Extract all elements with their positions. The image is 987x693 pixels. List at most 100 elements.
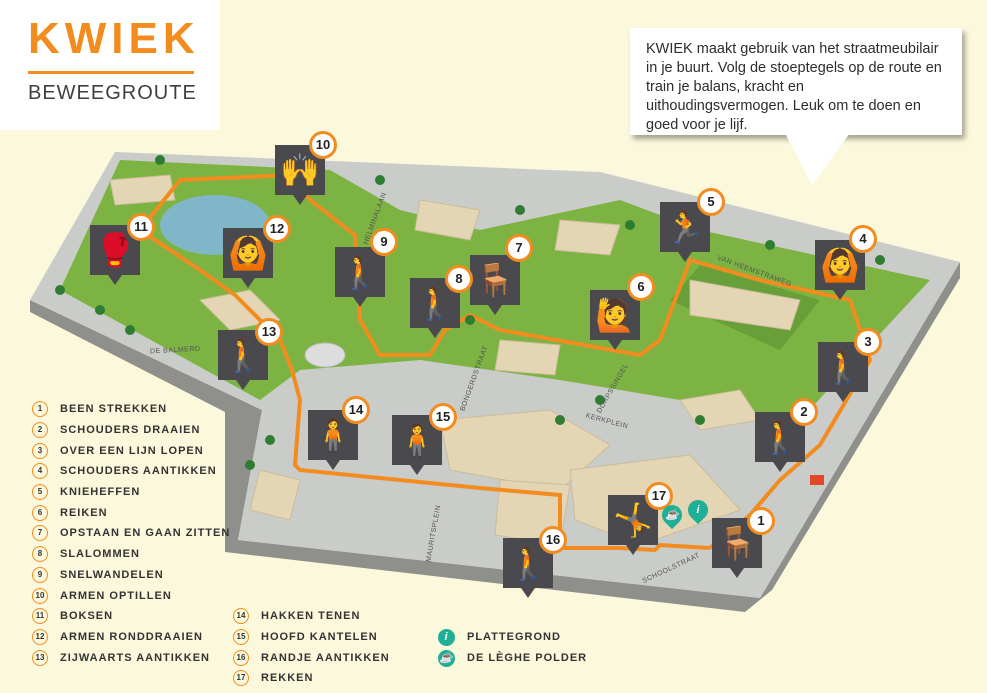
legend-number: 17 <box>233 670 249 687</box>
legend-number: 14 <box>233 608 249 625</box>
legend-label: OVER EEN LIJN LOPEN <box>60 444 204 457</box>
marker-number: 15 <box>429 403 457 431</box>
legend-label: HOOFD KANTELEN <box>261 631 378 644</box>
legend-item: 1 BEEN STREKKEN <box>32 399 230 420</box>
marker-number: 2 <box>790 398 818 426</box>
heel-toe-figure-icon: 🧍 <box>313 417 353 453</box>
exercise-marker-5[interactable]: 🏃 <box>660 202 710 262</box>
legend-item: 6 REIKEN <box>32 502 230 523</box>
legend-number: 13 <box>32 649 48 666</box>
legend-column-1: 1 BEEN STREKKEN 2 SCHOUDERS DRAAIEN 3 OVER … <box>32 399 230 668</box>
info-pin[interactable]: i <box>683 495 713 525</box>
legend-number: 6 <box>32 504 48 521</box>
legend-item: 14 HAKKEN TENEN <box>233 606 390 627</box>
reach-figure-icon: 🙋 <box>595 297 635 333</box>
legend-label: REIKEN <box>60 506 108 519</box>
legend-number: 11 <box>32 608 48 625</box>
logo-brand: KWIEK <box>28 14 200 63</box>
coffee-pin[interactable]: ☕ <box>657 500 687 530</box>
trees <box>55 155 885 470</box>
knee-raise-figure-icon: 🏃 <box>665 209 705 245</box>
intro-speech-bubble: KWIEK maakt gebruik van het straatmeubil… <box>630 28 962 135</box>
step-tap-figure-icon: 🚶 <box>508 545 548 581</box>
marker-number: 1 <box>747 507 775 535</box>
legend-number: 2 <box>32 422 48 439</box>
legend-item: 17 REKKEN <box>233 668 390 689</box>
legend-label: OPSTAAN EN GAAN ZITTEN <box>60 527 231 540</box>
marker-number: 14 <box>342 396 370 424</box>
logo-subtitle: BEWEEGROUTE <box>28 82 197 104</box>
legend-number: 4 <box>32 463 48 480</box>
legend-number: 3 <box>32 442 48 459</box>
legend-label: BEEN STREKKEN <box>60 403 168 416</box>
legend-item: 16 RANDJE AANTIKKEN <box>233 647 390 668</box>
exercise-marker-16[interactable]: 🚶 <box>503 538 553 598</box>
roundabout <box>304 342 346 368</box>
legend-number: 10 <box>32 587 48 604</box>
legend-item: 4 SCHOUDERS AANTIKKEN <box>32 461 230 482</box>
legend-number: 9 <box>32 566 48 583</box>
marker-number: 16 <box>539 526 567 554</box>
legend-item: 3 OVER EEN LIJN LOPEN <box>32 440 230 461</box>
legend-item: 15 HOOFD KANTELEN <box>233 627 390 648</box>
legend-label: SCHOUDERS DRAAIEN <box>60 424 201 437</box>
marker-number: 10 <box>309 131 337 159</box>
red-roof-building <box>810 475 824 485</box>
exercise-marker-9[interactable]: 🚶 <box>335 247 385 307</box>
legend-label: RANDJE AANTIKKEN <box>261 651 390 664</box>
marker-number: 6 <box>627 273 655 301</box>
legend-label: KNIEHEFFEN <box>60 486 141 499</box>
walking-figure-icon: 🚶 <box>340 254 380 290</box>
legend-item: 11 BOKSEN <box>32 606 230 627</box>
legend-label: REKKEN <box>261 672 314 685</box>
legend-label: SCHOUDERS AANTIKKEN <box>60 465 217 478</box>
person-figure-icon: 🚶 <box>760 419 800 455</box>
kwiek-logo: KWIEK BEWEEGROUTE <box>0 0 220 130</box>
marker-number: 4 <box>849 225 877 253</box>
legend-label: SNELWANDELEN <box>60 568 164 581</box>
stretch-figure-icon: 🤸 <box>613 502 653 538</box>
legend-label: BOKSEN <box>60 610 114 623</box>
exercise-marker-17[interactable]: 🤸 <box>608 495 658 555</box>
exercise-marker-7[interactable]: 🪑 <box>470 255 520 315</box>
legend-label: SLALOMMEN <box>60 548 140 561</box>
legend-number: 12 <box>32 628 48 645</box>
legend-column-2: 14 HAKKEN TENEN 15 HOOFD KANTELEN 16 RANDJE… <box>233 606 390 689</box>
marker-number: 11 <box>127 213 155 241</box>
exercise-marker-4[interactable]: 🙆 <box>815 240 865 300</box>
arms-up-figure-icon: 🙌 <box>280 152 320 188</box>
coffee-icon: ☕ <box>438 649 455 667</box>
marker-number: 3 <box>854 328 882 356</box>
legend-item: 5 KNIEHEFFEN <box>32 482 230 503</box>
intro-text: KWIEK maakt gebruik van het straatmeubil… <box>646 41 942 133</box>
legend-number: 15 <box>233 629 249 646</box>
exercise-marker-6[interactable]: 🙋 <box>590 290 640 350</box>
legend-item: 9 SNELWANDELEN <box>32 565 230 586</box>
legend-number: 8 <box>32 546 48 563</box>
slalom-figure-icon: 🚶 <box>415 285 455 321</box>
person-figure-icon: 🚶 <box>823 349 863 385</box>
boxing-figure-icon: 🥊 <box>95 232 135 268</box>
arm-circles-figure-icon: 🙆 <box>228 235 268 271</box>
legend-number: 1 <box>32 401 48 418</box>
info-icon: i <box>696 504 700 516</box>
exercise-marker-10[interactable]: 🙌 <box>275 145 325 205</box>
legend-label: HAKKEN TENEN <box>261 610 361 623</box>
legend-item: 2 SCHOUDERS DRAAIEN <box>32 420 230 441</box>
info-icon: i <box>438 628 455 646</box>
exercise-marker-13[interactable]: 🚶 <box>218 330 268 390</box>
legend-item-cafe: ☕DE LÈGHE POLDER <box>438 648 587 669</box>
speech-bubble-tail <box>785 133 850 185</box>
legend-number: 16 <box>233 649 249 666</box>
marker-number: 8 <box>445 265 473 293</box>
exercise-marker-3[interactable]: 🚶 <box>818 342 868 402</box>
marker-number: 9 <box>370 228 398 256</box>
legend-number: 5 <box>32 484 48 501</box>
marker-number: 12 <box>263 215 291 243</box>
logo-divider <box>28 71 194 74</box>
